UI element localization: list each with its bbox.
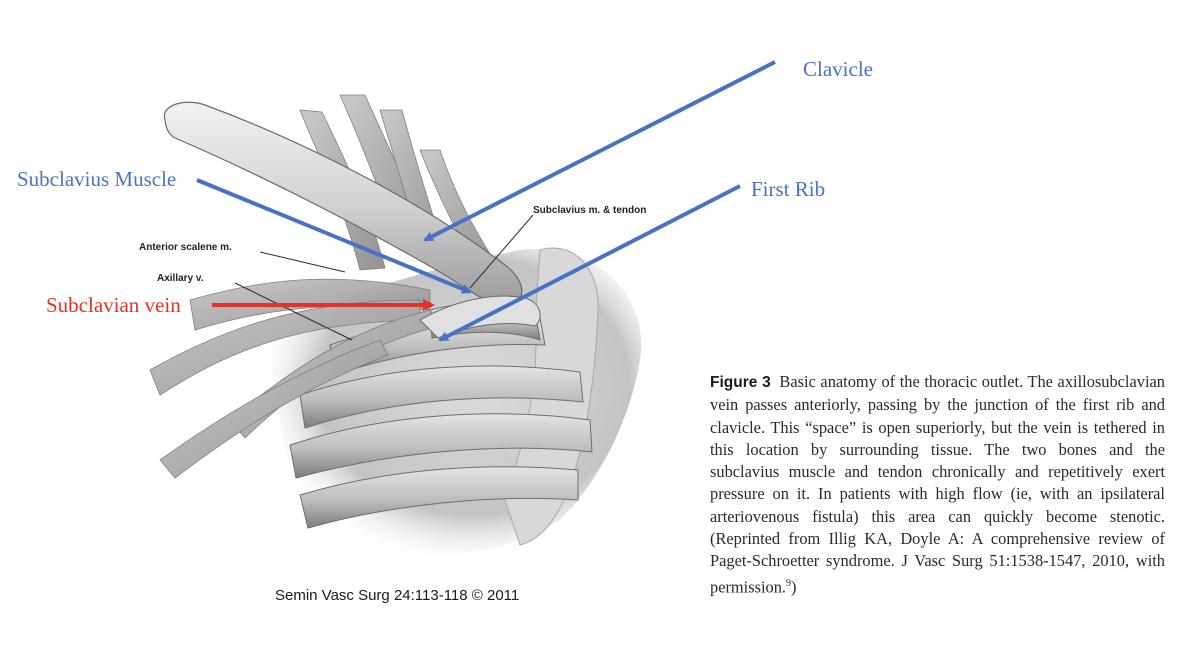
caption-closing: ) (791, 577, 797, 597)
figure-caption: Figure 3 Basic anatomy of the thoracic o… (710, 371, 1165, 598)
caption-heading: Figure 3 (710, 374, 771, 391)
subclavius-tendon-label: Subclavius m. & tendon (533, 205, 647, 216)
caption-reference-mark: 9 (786, 577, 792, 589)
first-rib-bone (419, 295, 541, 339)
first-rib-arrow (438, 184, 741, 342)
subclavian-vein-callout: Subclavian vein (46, 293, 181, 317)
anterior-scalene-label: Anterior scalene m. (139, 242, 232, 253)
axillary-vein-label: Axillary v. (157, 273, 204, 284)
subclavius-muscle-arrow (196, 178, 472, 294)
caption-text: Basic anatomy of the thoracic outlet. Th… (710, 372, 1165, 597)
clavicle-callout: Clavicle (803, 57, 873, 81)
callout-arrows (196, 60, 776, 342)
clavicle-arrow (423, 60, 776, 242)
figure-leader-lines (234, 214, 534, 341)
subclavius-muscle-callout: Subclavius Muscle (17, 167, 177, 191)
clavicle-bone (163, 101, 523, 306)
figure-credit: Semin Vasc Surg 24:113-118 © 2011 (275, 587, 520, 604)
first-rib-callout: First Rib (751, 177, 826, 201)
